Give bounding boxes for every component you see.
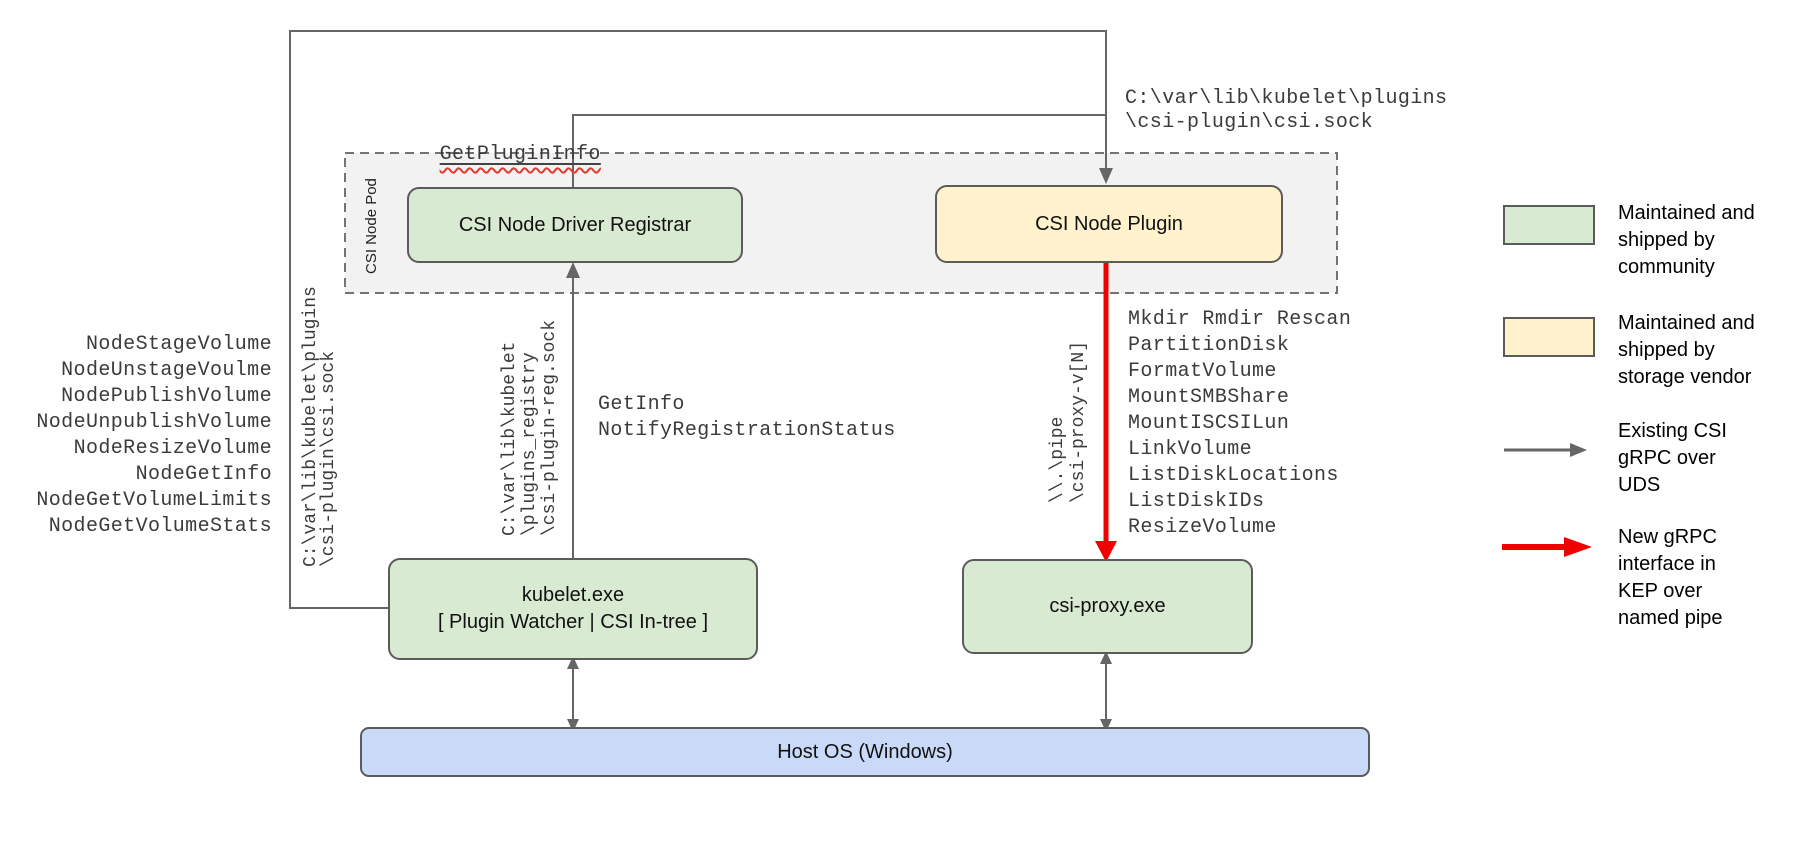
csi-sock-path-top-label: C:\var\lib\kubelet\plugins \csi-plugin\c… (1125, 87, 1448, 134)
legend-community-label: Maintained and shipped by community (1618, 202, 1755, 278)
csi-node-plugin-label: CSI Node Plugin (1035, 212, 1183, 235)
legend-pipe-arrowhead-icon (1564, 537, 1592, 557)
csi-proxy-api-list: Mkdir Rmdir Rescan PartitionDisk FormatV… (1128, 308, 1352, 539)
get-plugin-info-line (572, 114, 1106, 187)
plugin-to-csiproxy-red-arrowhead-icon (1095, 541, 1117, 562)
kubelet-hostos-down-arrowhead-icon (567, 719, 579, 732)
csiproxy-hostos-down-arrowhead-icon (1100, 719, 1112, 732)
registration-calls-label: GetInfo NotifyRegistrationStatus (598, 393, 896, 442)
legend-vendor-label: Maintained and shipped by storage vendor (1618, 312, 1755, 388)
get-plugin-info-label: GetPluginInfo (439, 143, 601, 166)
legend-community-swatch-icon (1503, 205, 1595, 245)
host-os-box: Host OS (Windows) (360, 727, 1370, 777)
csiproxy-hostos-up-arrowhead-icon (1100, 651, 1112, 664)
csi-node-plugin-box: CSI Node Plugin (935, 185, 1283, 263)
kubelet-to-registrar-arrowhead-icon (566, 262, 580, 278)
host-os-label: Host OS (Windows) (777, 740, 953, 763)
legend-vendor-swatch-icon (1503, 317, 1595, 357)
kubelet-label: kubelet.exe [ Plugin Watcher | CSI In-tr… (437, 584, 709, 633)
registration-sock-path-label: C:\var\lib\kubelet \plugins_registry \cs… (500, 319, 560, 536)
uds-kubelet-to-plugin-line (289, 30, 1107, 609)
csi-node-driver-registrar-box: CSI Node Driver Registrar (407, 187, 743, 263)
uds-kubelet-to-plugin-arrowhead-icon (1099, 168, 1113, 184)
kubelet-box: kubelet.exe [ Plugin Watcher | CSI In-tr… (388, 558, 758, 660)
legend-uds-arrowhead-icon (1570, 443, 1587, 457)
csi-node-pod-label: CSI Node Pod (363, 178, 380, 274)
csi-proxy-label: csi-proxy.exe (1049, 595, 1166, 617)
node-rpc-list: NodeStageVolume NodeUnstageVoulme NodePu… (36, 333, 272, 538)
legend-uds-label: Existing CSI gRPC over UDS (1618, 420, 1727, 496)
legend-pipe-label: New gRPC interface in KEP over named pip… (1618, 526, 1723, 629)
csi-proxy-box: csi-proxy.exe (962, 559, 1253, 654)
csi-node-driver-registrar-label: CSI Node Driver Registrar (458, 213, 692, 236)
kubelet-hostos-up-arrowhead-icon (567, 656, 579, 669)
csi-sock-path-left-label: C:\var\lib\kubelet\plugins \csi-plugin\c… (301, 286, 339, 567)
named-pipe-path-label: \\.\pipe \csi-proxy-v[N] (1048, 340, 1089, 503)
